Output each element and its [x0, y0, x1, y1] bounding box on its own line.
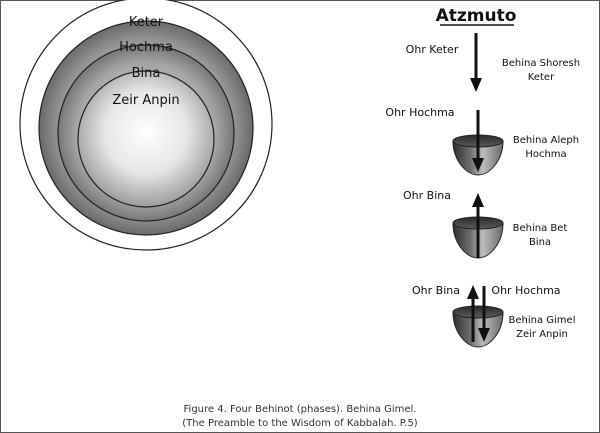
ohr-bina-left-label: Ohr Bina	[412, 284, 460, 297]
zeir-anpin-circle	[77, 70, 215, 208]
keter-label: Keter	[129, 15, 164, 30]
ohr-keter-arrow-head	[470, 78, 482, 92]
vessel-gimel	[452, 305, 504, 348]
hochma-phase-label: Hochma	[525, 149, 566, 160]
caption-line-1: Figure 4. Four Behinot (phases). Behina …	[183, 404, 417, 415]
ohr-hochma-right-label: Ohr Hochma	[491, 284, 560, 297]
ohr-keter-label: Ohr Keter	[406, 43, 459, 56]
keter-phase-label: Keter	[528, 72, 555, 83]
zeir-anpin-phase-label: Zeir Anpin	[516, 329, 568, 340]
ohr-bina-label: Ohr Bina	[403, 189, 451, 202]
behina-gimel-label: Behina Gimel	[509, 315, 576, 326]
zeir-anpin-label: Zeir Anpin	[112, 93, 179, 108]
bina-label: Bina	[132, 66, 161, 81]
atzmuto-title: Atzmuto	[436, 6, 517, 26]
bina-phase-label: Bina	[529, 237, 551, 248]
hochma-label: Hochma	[119, 40, 173, 55]
up-arrow-head	[467, 285, 479, 299]
behina-aleph-label: Behina Aleph	[513, 135, 579, 146]
ohr-hochma-label: Ohr Hochma	[385, 106, 454, 119]
ohr-bina-arrow-head	[472, 193, 484, 207]
behina-shoresh-label: Behina Shoresh	[502, 58, 580, 69]
caption-line-2: (The Preamble to the Wisdom of Kabbalah.…	[182, 418, 418, 429]
down-arrow-head	[478, 328, 490, 342]
ohr-hochma-arrow-head	[472, 158, 484, 172]
behina-bet-label: Behina Bet	[513, 223, 568, 234]
